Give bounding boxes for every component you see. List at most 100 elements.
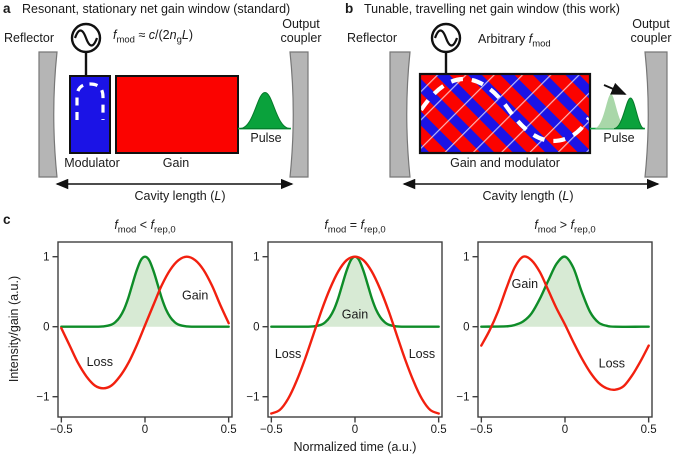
output-coupler-mirror: [644, 51, 668, 178]
fmod-formula-a: fmod ≈ c/(2ngL): [113, 28, 193, 45]
x-tick-label: −0.5: [50, 424, 73, 436]
curve-label-gain: Gain: [512, 277, 538, 291]
pulse-motion-arrow: [603, 82, 627, 95]
curve-label-loss: Loss: [275, 347, 301, 361]
y-axis-label: Intensity/gain (a.u.): [7, 275, 21, 383]
cavity-L-symbol: L: [562, 189, 570, 203]
panel-a-title: Resonant, stationary net gain window (st…: [22, 2, 291, 16]
pulse-shape-current: [613, 97, 645, 130]
output-coupler-mirror: [289, 51, 309, 178]
gain-modulator-label: Gain and modulator: [450, 156, 560, 170]
formula-end: ): [188, 28, 193, 42]
loss-curve: [270, 255, 440, 415]
y-tick-label: −1: [456, 392, 469, 404]
cavity-text: Cavity length (: [482, 189, 563, 203]
gain-label-a: Gain: [162, 156, 190, 170]
cavity-length-label-b: Cavity length (L): [448, 189, 608, 203]
y-tick-label: 1: [253, 252, 259, 264]
y-tick-label: −1: [246, 392, 259, 404]
curve-label-gain: Gain: [342, 308, 368, 322]
gain-curve-fill: [61, 256, 229, 327]
arbitrary-text: Arbitrary: [478, 32, 529, 46]
n-subscript: g: [176, 34, 182, 46]
f-subscript: mod: [532, 38, 551, 50]
output-coupler-line1: Output: [632, 17, 670, 31]
modulator-label: Modulator: [64, 156, 120, 170]
gain-curve-fill: [271, 256, 439, 327]
curve-label-loss: Loss: [409, 347, 435, 361]
cavity-length-label-a: Cavity length (L): [100, 189, 260, 203]
pulse-label-b: Pulse: [603, 131, 635, 145]
gain-modulator-box-border: [418, 72, 592, 155]
gain-curve: [60, 255, 230, 328]
output-coupler-label-a: Output coupler: [272, 17, 330, 45]
output-coupler-line2: coupler: [280, 31, 322, 45]
x-tick-label: 0.5: [221, 424, 237, 436]
gain-curve-fill: [481, 256, 649, 327]
x-tick-label: 0: [352, 424, 358, 436]
y-tick-label: 0: [253, 322, 259, 334]
panel-b-graphic: [389, 22, 668, 190]
plot-title-fmod-equal: fmod = frep,0: [324, 218, 386, 236]
fmod-formula-b: Arbitrary fmod: [478, 32, 551, 49]
panel-a-label: a: [3, 1, 11, 16]
curve-label-gain: Gain: [182, 289, 208, 303]
curve-label-loss: Loss: [87, 355, 113, 369]
pulse-label-a: Pulse: [250, 131, 282, 145]
L-symbol: L: [181, 28, 189, 42]
c-symbol: c: [148, 28, 156, 42]
plot-title-fmod-greater: fmod > frep,0: [534, 218, 596, 236]
x-axis-label: Normalized time (a.u.): [293, 440, 417, 454]
n-symbol: n: [169, 28, 177, 42]
gain-box: [115, 75, 239, 154]
pulse-shape-previous: [594, 94, 628, 129]
x-tick-label: 0.5: [431, 424, 447, 436]
y-tick-label: 0: [463, 322, 469, 334]
cavity-text-end: ): [569, 189, 574, 203]
y-tick-label: 1: [463, 252, 469, 264]
net-gain-window-dashed: [75, 82, 105, 120]
reflector-label-b: Reflector: [347, 31, 398, 45]
pulse-shape: [239, 91, 291, 130]
x-tick-label: 0.5: [641, 424, 657, 436]
x-tick-label: −0.5: [470, 424, 493, 436]
x-tick-label: 0: [562, 424, 568, 436]
output-coupler-line2: coupler: [630, 31, 672, 45]
output-coupler-label-b: Output coupler: [620, 17, 682, 45]
panel-b-label: b: [345, 1, 354, 16]
y-tick-label: 1: [43, 252, 49, 264]
f-subscript: mod: [116, 34, 135, 46]
oscillator-sine-icon: [73, 29, 99, 47]
oscillator-sine-icon: [433, 29, 459, 47]
curve-label-loss: Loss: [599, 357, 625, 371]
x-tick-label: 0: [142, 424, 148, 436]
y-tick-label: −1: [36, 392, 49, 404]
f-symbol: f: [113, 28, 117, 42]
panel-b-title: Tunable, travelling net gain window (thi…: [364, 2, 620, 16]
y-tick-label: 0: [43, 322, 49, 334]
reflector-label-a: Reflector: [4, 31, 55, 45]
plot-title-fmod-less: fmod < frep,0: [114, 218, 176, 236]
panel-a-graphic: [38, 22, 309, 190]
gain-curve: [480, 255, 650, 328]
formula-mid: /(2: [155, 28, 170, 42]
reflector-mirror: [38, 51, 58, 178]
panel-c-label: c: [3, 212, 11, 227]
cavity-text: Cavity length (: [134, 189, 215, 203]
loss-curve: [60, 255, 230, 390]
f-symbol: f: [528, 32, 533, 46]
reflector-mirror: [389, 51, 411, 178]
cavity-L-symbol: L: [214, 189, 222, 203]
x-tick-label: −0.5: [260, 424, 283, 436]
travelling-gain-window-dashed: [419, 76, 591, 144]
approx-symbol: ≈: [134, 28, 149, 42]
cavity-text-end: ): [221, 189, 226, 203]
loss-curve: [480, 255, 650, 391]
